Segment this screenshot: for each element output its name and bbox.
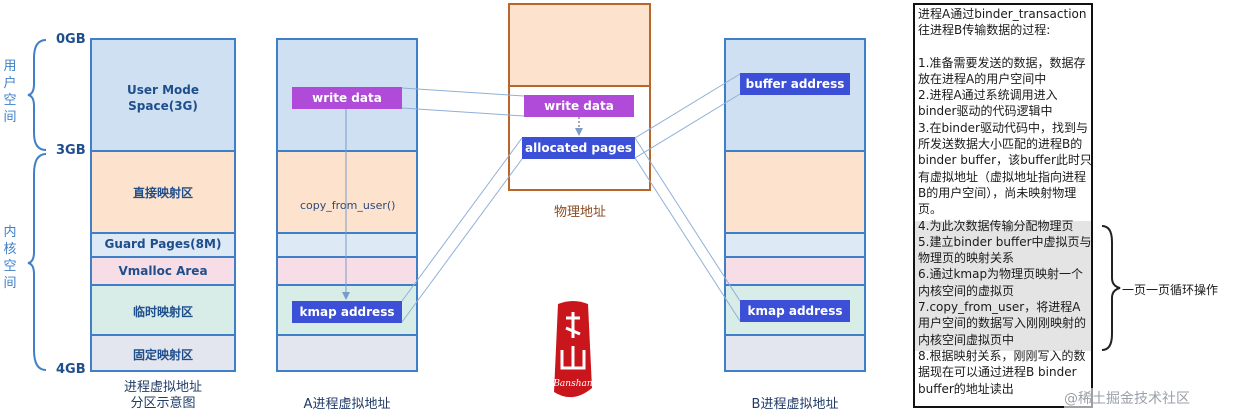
segment-vmalloc-label: Vmalloc Area [118,264,208,278]
step-4: 4.为此次数据传输分配物理页 [918,218,1074,233]
svg-text:Banshan: Banshan [552,379,593,389]
steps-text: 进程A通过binder_transaction 往进程B传输数据的过程: 1.准… [918,6,1092,397]
line-buffer-b-2 [634,93,741,159]
segment-direct-map: 直接映射区 [92,152,234,234]
segment-fixed-map-label: 固定映射区 [132,348,193,362]
gb-label-3: 3GB [56,143,86,158]
user-space-brace [27,39,47,151]
physical-write-data: write data [524,95,634,117]
physical-caption: 物理地址 [553,205,606,220]
segment-direct-map-label: 直接映射区 [132,186,193,200]
segment-temp-map: 临时映射区 [92,286,234,336]
process-b-column [724,38,866,372]
segment-fixed-map: 固定映射区 [92,336,234,370]
gb-label-0: 0GB [56,32,86,47]
segment-user-mode-space: User Mode Space(3G) [92,40,234,152]
steps-intro-2: 往进程B传输数据的过程: [918,23,1051,38]
process-b-caption: B进程虚拟地址 [751,397,839,412]
line-kmap-b-2 [634,157,741,322]
steps-intro-1: 进程A通过binder_transaction [918,7,1087,21]
line-kmap-a-1 [401,137,523,302]
line-write-data-bottom [401,107,525,117]
process-a-kmap-address: kmap address [292,301,402,323]
steps-highlight [915,221,1091,351]
process-b-buffer-address: buffer address [740,73,850,95]
segment-guard-pages: Guard Pages(8M) [92,234,234,258]
step-7: 7.copy_from_user，将进程A用户空间的数据写入刚刚映射的内核空间虚… [918,300,1087,347]
step-2: 2.进程A通过系统调用进入binder驱动的代码逻辑中 [918,88,1058,119]
process-a-write-data: write data [292,87,402,109]
loop-brace [1101,225,1121,351]
partition-caption: 进程虚拟地址 分区示意图 [123,380,202,411]
segment-guard-pages-label: Guard Pages(8M) [104,237,222,251]
step-5: 5.建立binder buffer中虚拟页与物理页的映射关系 [918,234,1092,266]
partition-column: User Mode Space(3G) 直接映射区 Guard Pages(8M… [90,38,236,372]
line-buffer-b-1 [634,73,741,139]
step-3: 3.在binder驱动代码中，找到与所发送数据大小匹配的进程B的binder b… [918,120,1092,217]
copy-from-user-label: copy_from_user() [300,199,396,212]
line-kmap-a-2 [401,158,523,323]
kernel-space-brace [27,153,47,371]
step-8: 8.根据映射关系，刚刚写入的数据现在可以通过进程B binder buffer的… [918,348,1086,396]
segment-user-mode-label: User Mode Space(3G) [126,83,200,113]
banshan-seal: Banshan [552,301,593,398]
gb-label-4: 4GB [56,362,86,377]
loop-label: 一页一页循环操作 [1122,283,1219,297]
step-6: 6.通过kmap为物理页映射一个内核空间的虚拟页 [918,267,1084,298]
watermark: @稀土掘金技术社区 [1064,388,1190,408]
step-1: 1.准备需要发送的数据，数据存放在进程A的用户空间中 [918,55,1086,86]
line-write-data-top [401,87,525,97]
segment-temp-map-label: 临时映射区 [132,305,193,319]
process-b-kmap-address: kmap address [740,300,850,322]
line-kmap-b-1 [634,137,741,302]
physical-allocated-pages: allocated pages [522,137,635,159]
process-a-caption: A进程虚拟地址 [303,397,391,412]
segment-vmalloc: Vmalloc Area [92,258,234,286]
